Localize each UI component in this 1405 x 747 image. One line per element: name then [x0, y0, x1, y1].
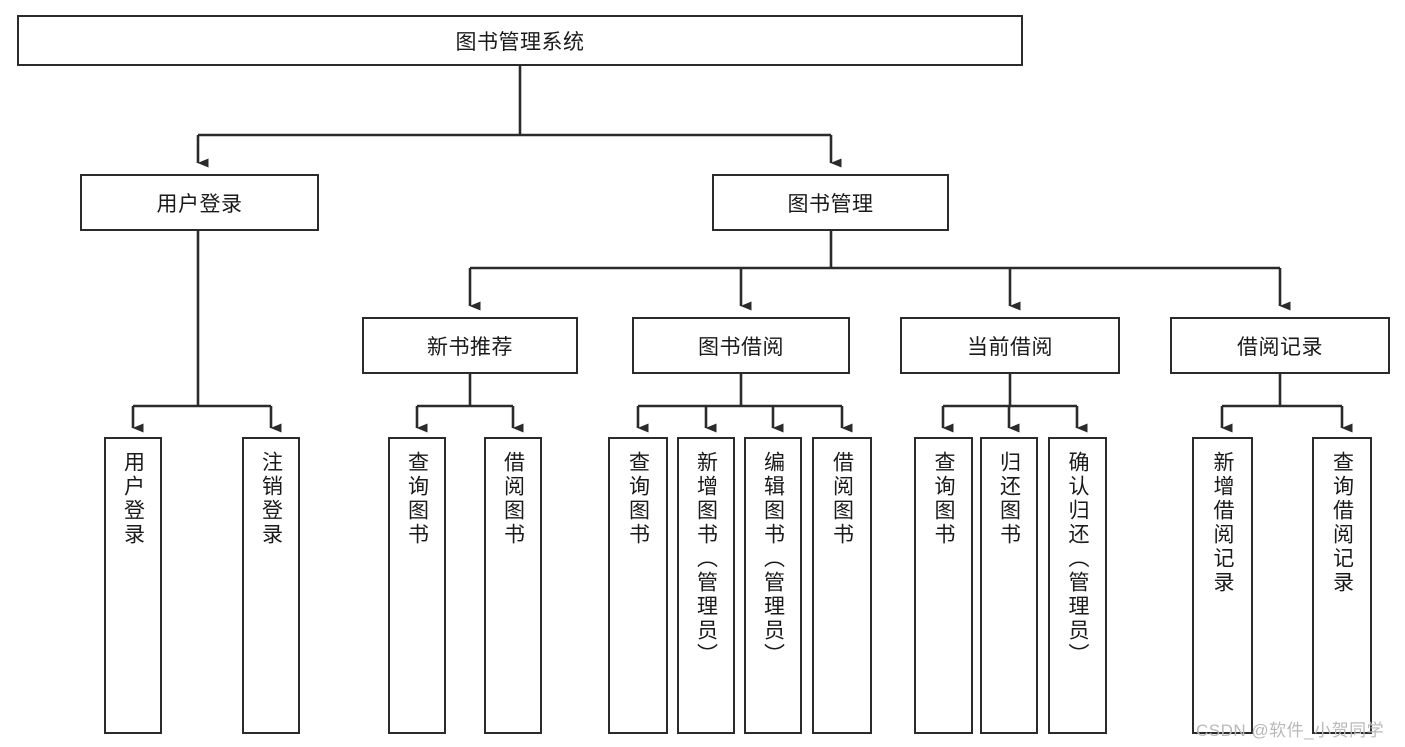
node-root[interactable]: 图书管理系统 — [17, 15, 1023, 66]
leaf-edit-book-admin-label: 编辑图书（管理员） — [761, 451, 785, 667]
node-book-borrow[interactable]: 图书借阅 — [632, 317, 850, 374]
leaf-add-book-admin[interactable]: 新增图书（管理员） — [677, 437, 735, 734]
leaf-query-book-borrow[interactable]: 查询图书 — [608, 437, 668, 734]
node-borrow-record-label: 借阅记录 — [1237, 335, 1323, 359]
leaf-logout[interactable]: 注销登录 — [242, 437, 300, 734]
leaf-confirm-return-admin[interactable]: 确认归还（管理员） — [1048, 437, 1107, 734]
leaf-return-book-label: 归还图书 — [997, 451, 1021, 547]
node-current-borrow-label: 当前借阅 — [967, 335, 1053, 359]
leaf-confirm-return-admin-label: 确认归还（管理员） — [1066, 451, 1089, 667]
leaf-query-borrow-record[interactable]: 查询借阅记录 — [1312, 437, 1372, 734]
node-borrow-record[interactable]: 借阅记录 — [1170, 317, 1390, 374]
csdn-watermark: CSDN @软件_小贺同学 — [1196, 721, 1385, 740]
leaf-query-book-current[interactable]: 查询图书 — [914, 437, 973, 734]
leaf-query-book-current-label: 查询图书 — [932, 451, 955, 547]
leaf-add-borrow-record-label: 新增借阅记录 — [1211, 451, 1234, 595]
node-root-label: 图书管理系统 — [455, 30, 585, 54]
node-new-book-recommend[interactable]: 新书推荐 — [362, 317, 578, 374]
leaf-query-borrow-record-label: 查询借阅记录 — [1330, 451, 1354, 595]
leaf-query-book-recommend[interactable]: 查询图书 — [388, 437, 446, 734]
node-new-book-recommend-label: 新书推荐 — [427, 335, 513, 359]
node-book-borrow-label: 图书借阅 — [698, 335, 784, 359]
node-current-borrow[interactable]: 当前借阅 — [900, 317, 1120, 374]
leaf-logout-label: 注销登录 — [259, 451, 283, 547]
leaf-user-login[interactable]: 用户登录 — [104, 437, 162, 734]
leaf-add-book-admin-label: 新增图书（管理员） — [694, 451, 718, 667]
leaf-borrow-book-label: 借阅图书 — [830, 451, 854, 547]
leaf-borrow-book[interactable]: 借阅图书 — [812, 437, 872, 734]
leaf-return-book[interactable]: 归还图书 — [980, 437, 1038, 734]
leaf-add-borrow-record[interactable]: 新增借阅记录 — [1192, 437, 1253, 734]
node-book-management[interactable]: 图书管理 — [712, 174, 949, 231]
leaf-user-login-label: 用户登录 — [121, 451, 145, 547]
leaf-borrow-book-recommend[interactable]: 借阅图书 — [484, 437, 542, 734]
node-user-login-label: 用户登录 — [156, 192, 243, 216]
leaf-edit-book-admin[interactable]: 编辑图书（管理员） — [744, 437, 802, 734]
leaf-borrow-book-recommend-label: 借阅图书 — [501, 451, 525, 547]
leaf-query-book-recommend-label: 查询图书 — [405, 451, 429, 547]
node-book-management-label: 图书管理 — [787, 192, 874, 216]
leaf-query-book-borrow-label: 查询图书 — [626, 451, 650, 547]
node-user-login[interactable]: 用户登录 — [80, 174, 319, 231]
